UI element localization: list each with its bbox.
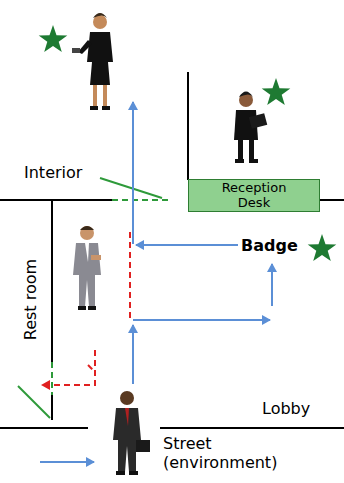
plan-label: Lobby (262, 399, 310, 418)
path-arrows (40, 102, 272, 462)
plan-label: Interior (24, 163, 82, 182)
person-figure (72, 13, 113, 110)
person-figure (234, 92, 267, 164)
person-figure (113, 391, 150, 475)
plan-label: Badge (241, 236, 298, 255)
star (262, 78, 291, 105)
star (308, 234, 337, 261)
doors (18, 178, 168, 418)
desk-label: Reception Desk (206, 181, 302, 210)
desk-box: Reception Desk (188, 179, 320, 212)
person-figure (73, 226, 101, 310)
plan-label: Rest room (21, 259, 40, 340)
walls (0, 72, 344, 428)
plan-label: Street (environment) (163, 434, 283, 472)
star (39, 25, 68, 52)
detour-paths (42, 230, 130, 385)
